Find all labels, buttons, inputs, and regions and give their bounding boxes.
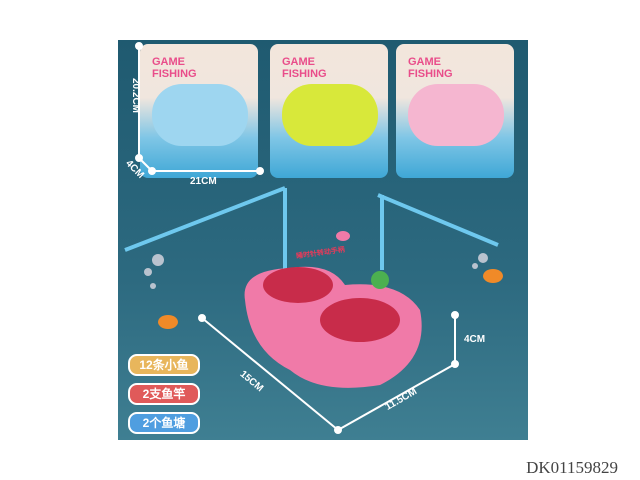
toy-height-label: 4CM xyxy=(464,334,486,345)
badge-rod-count: 2支鱼竿 xyxy=(128,383,200,405)
package-card-pink: GAME FISHING xyxy=(396,44,514,178)
height-label: 20.2CM xyxy=(130,77,142,114)
width-label: 21CM xyxy=(190,176,217,187)
package-card-yellow: GAME FISHING xyxy=(270,44,388,178)
product-code: DK01159829 xyxy=(526,458,618,477)
badge-fish-count: 12条小鱼 xyxy=(128,354,200,376)
package-card-blue: GAME FISHING xyxy=(140,44,258,178)
card-title: GAME FISHING xyxy=(282,56,327,80)
toy-body xyxy=(282,84,378,146)
toy-body xyxy=(152,84,248,146)
badge-pond-count: 2个鱼塘 xyxy=(128,412,200,434)
toy-body xyxy=(408,84,504,146)
card-title: GAME FISHING xyxy=(408,56,453,80)
card-title: GAME FISHING xyxy=(152,56,197,80)
fishing-rods xyxy=(124,186,499,270)
